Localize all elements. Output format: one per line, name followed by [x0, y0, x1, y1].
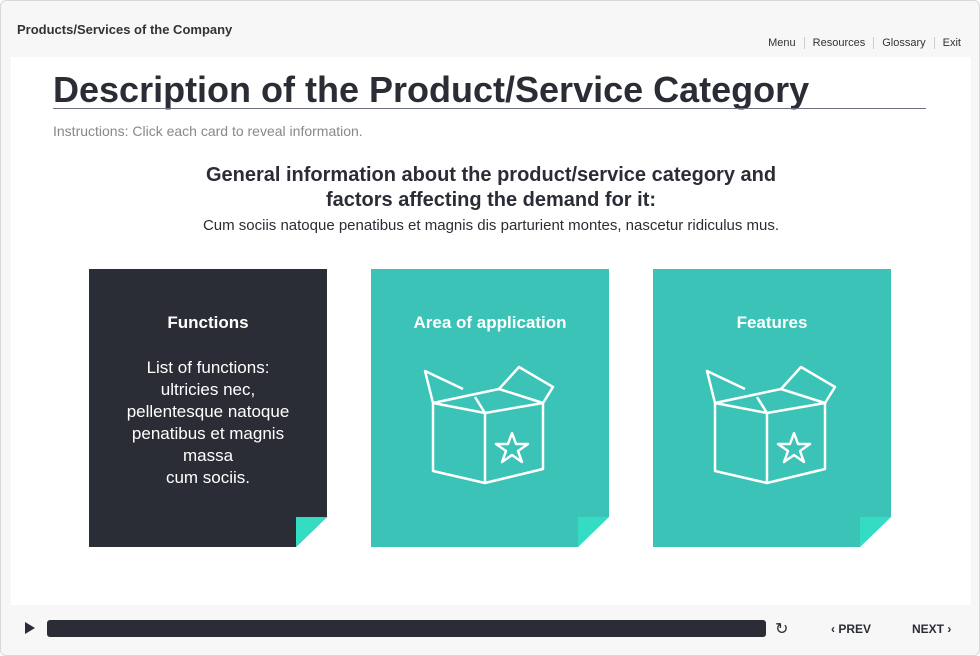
card-features[interactable]: Features: [653, 269, 891, 547]
menu-link[interactable]: Menu: [768, 37, 796, 49]
chevron-right-icon: ›: [944, 622, 952, 636]
section-subtext: Cum sociis natoque penatibus et magnis d…: [202, 217, 780, 234]
player-controls: ↻ ‹ PREV NEXT ›: [1, 613, 980, 643]
exit-link[interactable]: Exit: [933, 37, 961, 49]
progress-fill: [47, 620, 766, 637]
glossary-link[interactable]: Glossary: [873, 37, 933, 49]
page-fold: [860, 517, 891, 547]
card-title: Functions: [167, 313, 249, 332]
instructions: Instructions: Click each card to reveal …: [53, 123, 363, 139]
top-nav: Menu Resources Glossary Exit: [760, 37, 961, 49]
card-area-of-application[interactable]: Area of application: [371, 269, 609, 547]
progress-bar[interactable]: [47, 620, 766, 637]
section-heading: General information about the product/se…: [11, 163, 971, 213]
card-functions[interactable]: Functions List of functions: ultricies n…: [89, 269, 327, 547]
page-fold: [296, 517, 327, 547]
slide: Description of the Product/Service Categ…: [11, 57, 971, 605]
page-title: Description of the Product/Service Categ…: [53, 69, 810, 110]
box-star-icon: [705, 365, 837, 485]
box-star-icon: [423, 365, 555, 485]
next-label: NEXT: [912, 622, 945, 636]
card-body: List of functions: ultricies nec, pellen…: [126, 358, 290, 487]
card-title: Features: [736, 313, 808, 332]
next-button[interactable]: NEXT ›: [912, 622, 951, 636]
course-title: Products/Services of the Company: [17, 22, 233, 37]
heading-line: General information about the product/se…: [205, 164, 777, 186]
heading-line: factors affecting the demand for it:: [325, 189, 657, 211]
replay-icon[interactable]: ↻: [775, 621, 789, 638]
card-title: Area of application: [413, 313, 567, 332]
prev-button[interactable]: ‹ PREV: [831, 622, 871, 636]
prev-label: PREV: [838, 622, 872, 636]
chevron-left-icon: ‹: [831, 622, 839, 636]
resources-link[interactable]: Resources: [803, 37, 874, 49]
page-fold: [578, 517, 609, 547]
title-divider: [53, 108, 926, 109]
play-icon[interactable]: [25, 622, 35, 634]
